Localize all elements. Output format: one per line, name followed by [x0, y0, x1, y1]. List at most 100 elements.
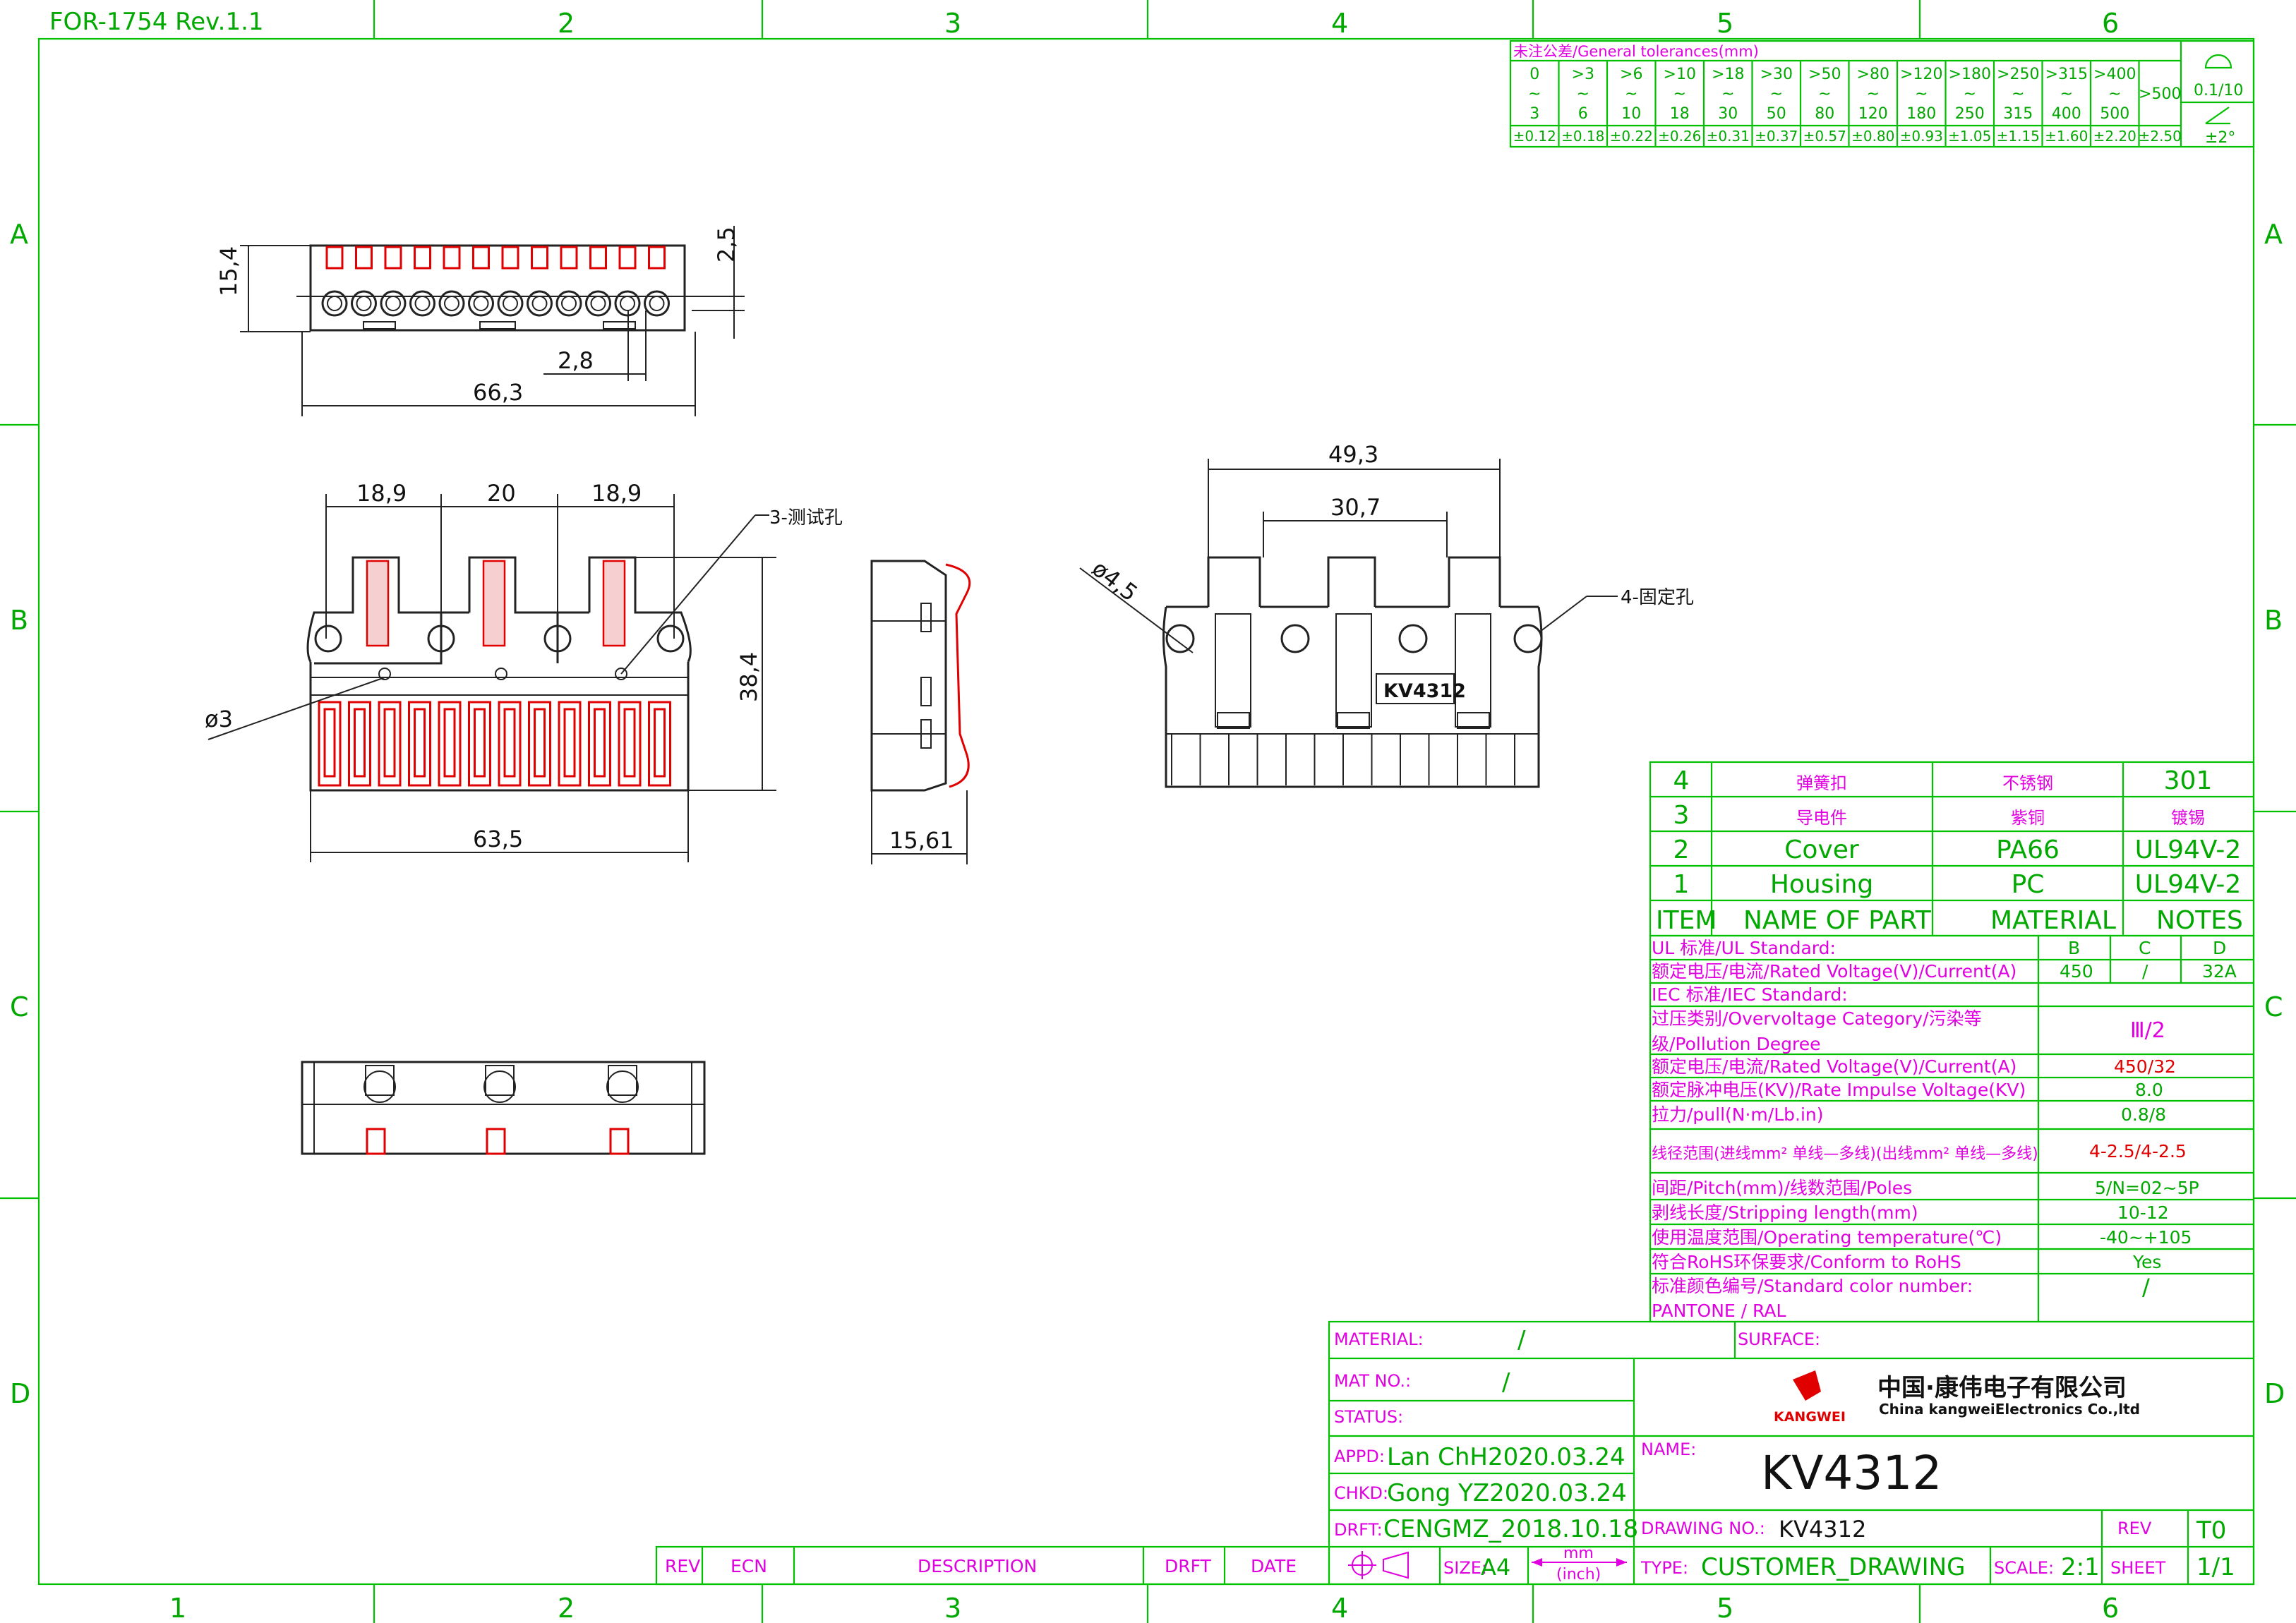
part-item: 4 [1673, 766, 1690, 795]
title-labels: MATERIAL: SURFACE: MAT NO.: STATUS: APPD… [1334, 1329, 2166, 1578]
top-rings [321, 290, 670, 317]
impulse-val: 8.0 [2135, 1080, 2163, 1100]
tol-range-from: >80 [1857, 66, 1889, 83]
spec-pull: 拉力/pull(N·m/Lb.in) [1652, 1104, 1824, 1125]
tol-range-to: 120 [1858, 105, 1888, 123]
spec-pollution: 级/Pollution Degree [1652, 1034, 1820, 1054]
top-wire-ring [468, 290, 494, 317]
col-label: 5 [1717, 1593, 1733, 1623]
top-wire-ring [497, 290, 524, 317]
specs-table: UL 标准/UL Standard: 额定电压/电流/Rated Voltage… [1649, 934, 2255, 1323]
top-wire-ring-inner [385, 296, 401, 311]
top-wire-ring [380, 290, 407, 317]
top-wire-ring-inner [327, 296, 342, 311]
appd-label: APPD: [1334, 1447, 1385, 1466]
ul-col-b: B [2068, 938, 2080, 958]
rev-label: REV [2117, 1519, 2152, 1538]
top-slot [355, 246, 373, 270]
front-terminal-slot [408, 701, 431, 787]
part-item: 2 [1673, 835, 1690, 864]
spec-iec-standard: IEC 标准/IEC Standard: [1652, 984, 1848, 1005]
tol-range-to: 80 [1815, 105, 1834, 123]
company-name-cn: 中国·康伟电子有限公司 [1877, 1374, 2127, 1402]
name-label: NAME: [1641, 1440, 1696, 1459]
sheet-val: 1/1 [2196, 1553, 2235, 1581]
front-terminal-inner [354, 708, 366, 778]
tol-range-to: 180 [1906, 105, 1936, 123]
tol-range-from: >180 [1949, 66, 1991, 83]
drft-label: DRFT: [1334, 1520, 1383, 1540]
front-terminal-slot [528, 701, 551, 787]
tol-range-from: >250 [1997, 66, 2039, 83]
spec-pitch: 间距/Pitch(mm)/线数范围/Poles [1652, 1178, 1912, 1198]
ul-col-c: C [2139, 938, 2151, 958]
overvoltage-val: Ⅲ/2 [2130, 1018, 2165, 1043]
top-wire-ring-inner [444, 296, 459, 311]
top-slot [325, 246, 344, 270]
top-slots [325, 246, 666, 270]
top-wire-ring-inner [531, 296, 548, 311]
tol-range-from: >50 [1808, 66, 1841, 83]
tol-range-from: >315 [2045, 66, 2088, 83]
col-label: 6 [2102, 1593, 2119, 1623]
top-wire-ring-inner [561, 296, 577, 311]
tol-value: ±0.31 [1707, 128, 1750, 145]
back-ribs [1171, 734, 1515, 785]
top-wire-ring [351, 290, 377, 317]
dim-front-height: 38,4 [735, 652, 762, 702]
front-terminal-slot [618, 701, 642, 787]
column-labels-top: 2 3 4 5 6 [558, 8, 2119, 39]
header-notes: NOTES [2156, 906, 2243, 935]
col-label: 4 [1331, 1593, 1348, 1623]
bottom-view [301, 1061, 706, 1155]
col-label: 5 [1717, 8, 1733, 39]
tol-range-from: >10 [1664, 66, 1696, 83]
spec-strip: 剥线长度/Stripping length(mm) [1652, 1202, 1918, 1223]
header-item: ITEM [1656, 906, 1717, 935]
tol-range-tilde: ~ [2012, 85, 2024, 103]
tol-range-tilde: ~ [2108, 85, 2121, 103]
col-label: 3 [944, 8, 961, 39]
part-material: 不锈钢 [2002, 773, 2053, 793]
revision-header: REV ECN DESCRIPTION DRFT DATE [665, 1556, 1297, 1576]
note-fixing-holes: 4-固定孔 [1621, 587, 1694, 608]
ul-col-d: D [2213, 938, 2226, 958]
top-view-dims [240, 226, 745, 416]
dim-front-s2: 20 [487, 480, 516, 507]
parts-header: ITEM NAME OF PART MATERIAL NOTES [1656, 906, 2243, 935]
col-label: 3 [944, 1593, 961, 1623]
tol-range-to: 30 [1718, 105, 1738, 123]
tol-range-to: 10 [1621, 105, 1641, 123]
back-view: KV4312 49,3 30,7 ø4,5 4-固定孔 [1079, 441, 1694, 788]
part-material: PA66 [1996, 835, 2060, 864]
tol-range-tilde: ~ [1915, 85, 1928, 103]
title-grid [1329, 1322, 2254, 1584]
drft-col: DRFT [1165, 1556, 1212, 1576]
kangwei-logo-icon [1793, 1370, 1821, 1401]
tol-value: ±0.18 [1561, 128, 1604, 145]
top-wire-ring-inner [649, 296, 665, 311]
top-view-body [309, 244, 686, 332]
rohs-val: Yes [2132, 1252, 2161, 1272]
inner-border [37, 37, 2255, 1586]
mat-no-val: / [1502, 1368, 1510, 1396]
front-terminal-slot [588, 701, 611, 787]
type-val: CUSTOMER_DRAWING [1701, 1553, 1965, 1581]
col-label: 2 [558, 1593, 575, 1623]
tol-range-from: >30 [1760, 66, 1793, 83]
tol-range-to: 18 [1670, 105, 1690, 123]
row-label: D [10, 1378, 30, 1409]
tol-range-tilde: ~ [1625, 85, 1637, 103]
type-label: TYPE: [1640, 1558, 1688, 1578]
tol-range-tilde: ~ [1867, 85, 1880, 103]
front-terminal-slot [498, 701, 522, 787]
top-slot [472, 246, 490, 270]
spec-rohs: 符合RoHS环保要求/Conform to RoHS [1652, 1252, 1961, 1272]
size-label: SIZE: [1443, 1558, 1487, 1578]
tol-value: ±0.22 [1610, 128, 1653, 145]
tol-range-to: 6 [1578, 105, 1588, 123]
top-slot [560, 246, 578, 270]
part-name-cell: 弹簧扣 [1796, 773, 1847, 793]
